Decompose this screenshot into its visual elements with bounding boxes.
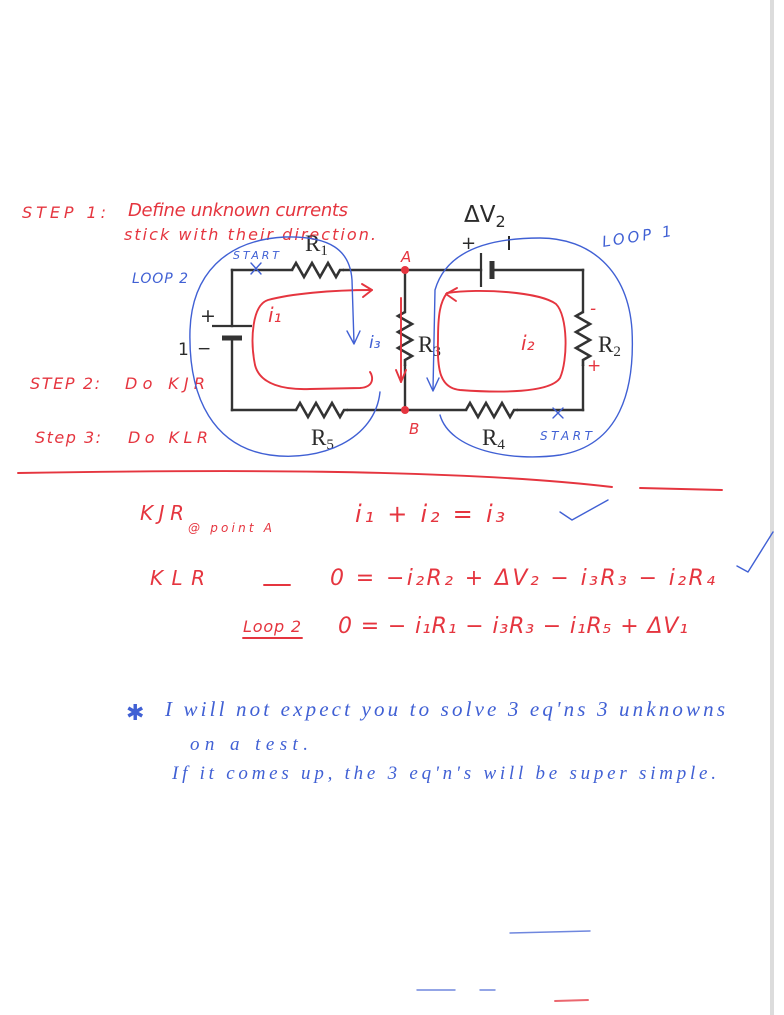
battery2-symbol: ΔV [464, 202, 496, 228]
r2-polarity-top: - [590, 299, 596, 319]
footnote: ✱ I will not expect you to solve 3 eq'ns… [126, 697, 725, 784]
footnote-asterisk-icon: ✱ [126, 701, 144, 726]
r5-index: 5 [326, 437, 334, 453]
start-left-label: START [233, 249, 280, 262]
loop2-path [189, 236, 381, 457]
r4-index: 4 [497, 437, 505, 453]
current-annotations: A B i₁ i₂ - + [251, 248, 601, 438]
loop1-arrowhead [426, 377, 440, 392]
kjr-label: KJR [140, 501, 184, 525]
resistor-r5 [294, 400, 348, 420]
r2-label: R2 [598, 332, 621, 360]
r4-label: R4 [482, 425, 505, 453]
battery2-label: ΔV2 [464, 202, 506, 231]
current-i3-arrowhead [395, 369, 407, 383]
step-notes: STEP 1: Define unknown currents stick wi… [22, 200, 376, 447]
loop2-label: LOOP 2 [132, 271, 188, 287]
step2-label: STEP 2: [30, 374, 100, 393]
resistor-r4 [464, 400, 518, 420]
footnote-line1: I will not expect you to solve 3 eq'ns 3… [164, 697, 725, 721]
circuit: R1 R3 R2 R5 R4 ΔV2 + + 1 − [178, 202, 621, 453]
current-i1-label: i₁ [268, 303, 282, 327]
loop1-path [432, 237, 634, 458]
resistor-r3 [395, 310, 415, 366]
r5-symbol: R [311, 425, 327, 450]
step1-line2: stick with their direction. [124, 225, 376, 244]
start-right-x-icon [552, 407, 564, 419]
step1-line1: Define unknown currents [128, 200, 348, 221]
r1-symbol: R [305, 231, 321, 256]
node-a-label: A [400, 248, 411, 266]
current-i2-arrowhead [445, 287, 458, 302]
equations: KJR @ point A i₁ + i₂ = i₃ KLR 0 = −i₂R₂… [140, 499, 774, 639]
divider-line [17, 470, 613, 488]
stray-red-line [554, 999, 589, 1002]
kjr-check-icon [559, 499, 609, 521]
step3-label: Step 3: [35, 428, 101, 447]
current-i2-label: i₂ [521, 331, 535, 355]
current-i3-label: i₃ [369, 333, 381, 353]
r5-label: R5 [311, 425, 334, 453]
resistor-r2 [573, 310, 593, 366]
klr-label: KLR [150, 566, 205, 590]
klr-equation: 0 = −i₂R₂ + ΔV₂ − i₃R₃ − i₂R₄ [330, 566, 715, 591]
current-i1-arrowhead [361, 283, 373, 298]
current-i1-loop [251, 289, 374, 391]
klr-check-icon [736, 531, 774, 573]
battery1-plus: + [200, 305, 216, 327]
current-i2-loop [436, 289, 567, 393]
battery1-index: 1 [178, 340, 189, 360]
stray-marks [416, 930, 591, 1002]
kjr-note: @ point A [188, 521, 272, 535]
step3-text: Do KLR [128, 428, 208, 447]
r2-polarity-bottom: + [587, 356, 601, 376]
r2-symbol: R [598, 332, 614, 357]
stray-blue-line-1 [509, 930, 591, 934]
r1-label: R1 [305, 231, 328, 259]
r4-symbol: R [482, 425, 498, 450]
step1-label: STEP 1: [22, 203, 106, 222]
start-left-x-icon [250, 262, 262, 275]
battery1-minus: − [197, 339, 211, 359]
r2-index: 2 [613, 344, 621, 360]
loop2-equation: 0 = − i₁R₁ − i₃R₃ − i₁R₅ + ΔV₁ [338, 614, 688, 639]
node-b-label: B [409, 420, 419, 438]
scan-edge [770, 0, 774, 1015]
kjr-equation: i₁ + i₂ = i₃ [355, 500, 505, 528]
loop1-label: LOOP 1 [601, 222, 673, 251]
start-right-label: START [540, 429, 594, 443]
r3-symbol: R [418, 332, 434, 357]
divider-line-tail [639, 487, 723, 491]
loop2-eq-label: Loop 2 [243, 617, 301, 636]
resistor-r1 [290, 260, 344, 280]
loop2-arrowhead [346, 330, 361, 345]
footnote-line3: If it comes up, the 3 eq'n's will be sup… [171, 763, 716, 784]
footnote-line2: on a test. [190, 734, 308, 755]
r1-index: 1 [320, 243, 328, 259]
battery2-index: 2 [495, 212, 505, 231]
node-b-dot [401, 406, 409, 414]
node-a-dot [401, 266, 409, 274]
